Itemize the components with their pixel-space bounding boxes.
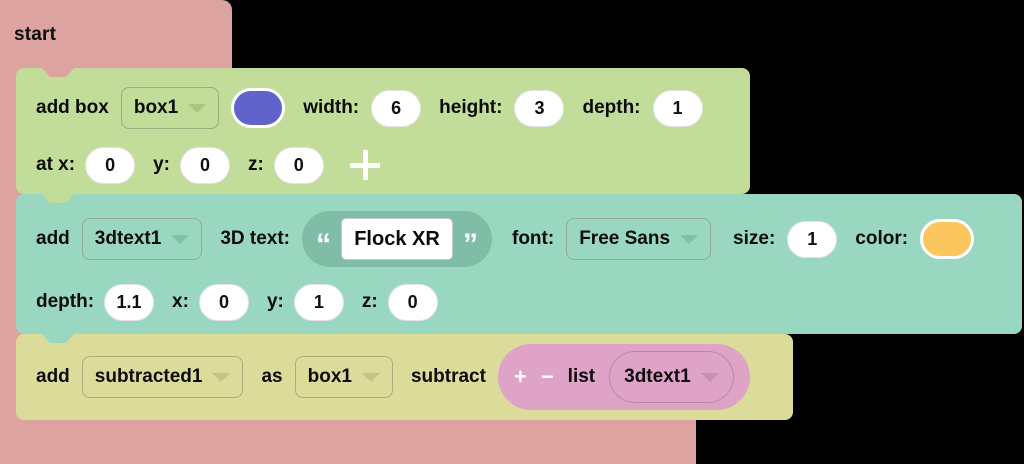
minus-icon[interactable]: − bbox=[540, 364, 554, 389]
add-subtracted-result-dropdown[interactable]: subtracted1 bbox=[81, 356, 244, 398]
block-notch-top bbox=[32, 194, 78, 203]
plus-icon[interactable] bbox=[349, 150, 380, 180]
add-3dtext-x-label: x: bbox=[172, 291, 189, 312]
add-box-width-label: width: bbox=[303, 97, 360, 118]
add-3dtext-shape-dropdown[interactable]: 3dtext1 bbox=[81, 218, 203, 260]
add-box-z-label: z: bbox=[247, 154, 264, 175]
chevron-down-icon bbox=[171, 234, 190, 244]
chevron-down-icon bbox=[680, 234, 699, 244]
start-block-foot bbox=[0, 420, 696, 464]
add-3dtext-color-swatch[interactable] bbox=[920, 219, 975, 259]
add-3dtext-depth-input[interactable]: 1.1 bbox=[104, 283, 155, 321]
start-block-label: start bbox=[14, 24, 57, 45]
chevron-down-icon bbox=[361, 372, 380, 382]
chevron-down-icon bbox=[212, 372, 231, 382]
chevron-down-icon bbox=[700, 372, 719, 382]
add-box-depth-input[interactable]: 1 bbox=[652, 89, 703, 127]
add-3dtext-font-value: Free Sans bbox=[579, 228, 671, 249]
add-3dtext-depth-label: depth: bbox=[36, 291, 95, 312]
subtract-list-item-value: 3dtext1 bbox=[624, 366, 691, 387]
add-subtracted-result-value: subtracted1 bbox=[94, 366, 203, 387]
add-3dtext-x-input[interactable]: 0 bbox=[198, 283, 249, 321]
add-subtracted-base-dropdown[interactable]: box1 bbox=[294, 356, 393, 398]
add-3dtext-font-dropdown[interactable]: Free Sans bbox=[566, 218, 712, 260]
add-box-depth-label: depth: bbox=[582, 97, 641, 118]
add-box-block[interactable]: add box box1 width: 6 height: 3 depth: 1… bbox=[16, 68, 750, 194]
add-box-x-input[interactable]: 0 bbox=[85, 146, 136, 184]
add-subtracted-subtract-label: subtract bbox=[410, 366, 486, 387]
add-subtracted-block[interactable]: add subtracted1 as box1 subtract + − lis… bbox=[16, 334, 793, 420]
add-3dtext-block[interactable]: add 3dtext1 3D text: “ Flock XR ” font: … bbox=[16, 194, 1022, 334]
add-3dtext-y-label: y: bbox=[266, 291, 284, 312]
add-subtracted-as-label: as bbox=[261, 366, 283, 387]
block-notch-top bbox=[32, 334, 78, 343]
add-3dtext-color-label: color: bbox=[855, 228, 909, 249]
subtract-list-label: list bbox=[567, 366, 596, 387]
add-box-at-x-label: at x: bbox=[36, 154, 76, 175]
subtract-list-block[interactable]: + − list 3dtext1 bbox=[497, 344, 750, 410]
text-value-block[interactable]: “ Flock XR ” bbox=[302, 211, 492, 267]
add-box-shape-value: box1 bbox=[133, 97, 179, 118]
add-3dtext-label: add bbox=[36, 228, 70, 249]
add-box-z-input[interactable]: 0 bbox=[273, 146, 324, 184]
add-3dtext-text-label: 3D text: bbox=[220, 228, 290, 249]
add-box-label: add box bbox=[36, 97, 109, 118]
add-3dtext-font-label: font: bbox=[512, 228, 555, 249]
add-box-y-input[interactable]: 0 bbox=[179, 146, 230, 184]
chevron-down-icon bbox=[188, 103, 207, 113]
add-box-color-swatch[interactable] bbox=[231, 88, 286, 128]
add-3dtext-z-input[interactable]: 0 bbox=[387, 283, 438, 321]
add-box-height-input[interactable]: 3 bbox=[514, 89, 565, 127]
add-box-width-input[interactable]: 6 bbox=[371, 89, 422, 127]
add-box-height-label: height: bbox=[439, 97, 503, 118]
add-3dtext-size-input[interactable]: 1 bbox=[787, 220, 838, 258]
add-subtracted-base-value: box1 bbox=[307, 366, 352, 387]
3dtext-text-input[interactable]: Flock XR bbox=[341, 218, 453, 260]
block-notch-top bbox=[32, 68, 78, 77]
add-subtracted-label: add bbox=[36, 366, 70, 387]
add-box-shape-dropdown[interactable]: box1 bbox=[120, 87, 220, 129]
subtract-list-item-dropdown[interactable]: 3dtext1 bbox=[609, 351, 734, 403]
add-box-y-label: y: bbox=[153, 154, 170, 175]
add-3dtext-size-label: size: bbox=[733, 228, 776, 249]
add-3dtext-shape-value: 3dtext1 bbox=[94, 228, 162, 249]
add-3dtext-z-label: z: bbox=[361, 291, 378, 312]
add-3dtext-y-input[interactable]: 1 bbox=[293, 283, 344, 321]
plus-icon[interactable]: + bbox=[513, 364, 527, 389]
